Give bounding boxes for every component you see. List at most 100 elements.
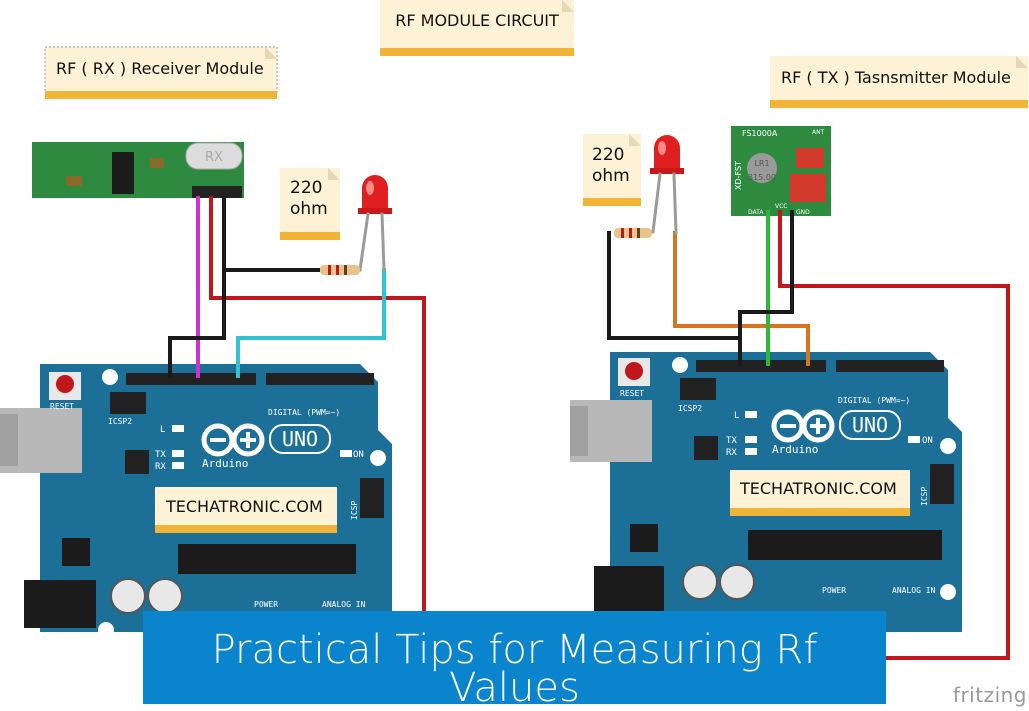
led-leg xyxy=(672,172,678,235)
icsp2-header xyxy=(680,378,716,400)
led-l-label: L xyxy=(734,411,739,421)
led-on-label: ON xyxy=(353,450,364,460)
resistor-band xyxy=(336,265,339,275)
note-strip xyxy=(583,198,641,206)
watermark-left: TECHATRONIC.COM xyxy=(165,497,323,516)
watermark-note-body xyxy=(155,487,337,527)
led-tx xyxy=(172,450,184,457)
resistor-band xyxy=(621,228,624,238)
digital-label: DIGITAL (PWM=~) xyxy=(268,408,340,417)
tx-freq-label: 315.00 xyxy=(748,173,776,182)
tx-pin-data: DATA xyxy=(748,209,764,216)
analog-in-label: ANALOG IN xyxy=(322,600,366,609)
mount-hole xyxy=(98,622,114,638)
arduino-right: RESET ICSP2 DIGITAL (PWM=~) L TX RX UNO … xyxy=(570,352,962,632)
tx-module-name: FS1000A xyxy=(742,129,778,138)
mount-hole xyxy=(940,438,956,454)
arduino-logo-plus-v xyxy=(816,418,820,434)
icsp-header xyxy=(930,464,954,504)
rx-resistor xyxy=(320,265,360,275)
icsp-label: ICSP xyxy=(920,487,929,506)
tx-pin-vcc: VCC xyxy=(775,203,787,210)
mount-hole xyxy=(672,357,688,373)
watermark-note-strip xyxy=(155,525,337,533)
usb-port-shade xyxy=(570,406,588,456)
digital-header-a xyxy=(126,373,256,385)
led-on xyxy=(340,450,352,457)
note-fold xyxy=(1016,56,1028,68)
tx-label-note: RF ( TX ) Tasnsmitter Module xyxy=(770,56,1028,108)
wire-red xyxy=(209,196,426,614)
note-fold xyxy=(562,0,574,12)
arduino-logo-minus xyxy=(780,424,796,428)
uno-badge xyxy=(269,424,331,454)
note-fold xyxy=(265,47,277,59)
rx-component xyxy=(66,176,82,186)
uno-badge xyxy=(839,410,901,440)
tx-led xyxy=(650,135,684,174)
reset-button xyxy=(56,375,74,393)
rx-resistor-note: 220 ohm xyxy=(280,168,340,240)
capacitor xyxy=(110,578,146,614)
mount-hole xyxy=(940,584,956,600)
rx-crystal xyxy=(185,142,243,170)
mount-hole xyxy=(102,369,118,385)
led-highlight xyxy=(658,141,666,155)
note-body xyxy=(770,56,1028,102)
led-tx-label: TX xyxy=(726,436,737,446)
led-rim xyxy=(358,208,392,214)
icsp2-header xyxy=(110,392,146,414)
capacitor xyxy=(682,564,718,600)
note-strip xyxy=(45,91,277,99)
arduino-logo-minus xyxy=(210,438,226,442)
regulator xyxy=(62,538,90,566)
led-tx-label: TX xyxy=(155,450,166,460)
note-strip xyxy=(280,232,340,240)
uno-text: UNO xyxy=(282,427,318,451)
led-on xyxy=(908,436,920,443)
rx-module: RX xyxy=(32,142,244,198)
resistor-band xyxy=(637,228,640,238)
power-label: POWER xyxy=(254,600,278,609)
resistor-body xyxy=(614,228,652,238)
reset-label: RESET xyxy=(620,389,644,398)
icsp2-label: ICSP2 xyxy=(678,404,702,413)
tx-resistor-unit: ohm xyxy=(592,166,630,186)
rx-header xyxy=(192,186,242,198)
diagram-title: RF MODULE CIRCUIT xyxy=(395,11,559,30)
tx-pin-gnd: GND xyxy=(796,209,810,216)
led-highlight xyxy=(366,181,374,195)
tx-resistor-note: 220 ohm xyxy=(583,134,641,206)
resistor-body xyxy=(320,265,360,275)
tx-ant-label: ANT xyxy=(812,129,825,136)
uno-text: UNO xyxy=(852,413,888,437)
power-jack xyxy=(594,566,664,612)
usb-port-shade xyxy=(0,414,18,466)
icsp2-label: ICSP2 xyxy=(108,417,132,426)
tx-resistor xyxy=(614,228,652,238)
arduino-left: RESET ICSP2 DIGITAL (PWM=~) L TX RX UNO … xyxy=(0,364,392,638)
power-label: POWER xyxy=(822,586,846,595)
note-body xyxy=(380,0,574,50)
capacitor xyxy=(719,564,755,600)
tx-resonator xyxy=(796,148,824,168)
rx-led xyxy=(358,175,392,214)
chip-small xyxy=(125,450,149,474)
wire-black xyxy=(607,231,742,366)
rx-resistor-unit: ohm xyxy=(290,199,328,219)
rx-resistor-value: 220 xyxy=(290,178,322,198)
arduino-brand: Arduino xyxy=(772,443,818,456)
tx-coil-label: LR1 xyxy=(754,159,769,168)
mount-hole xyxy=(370,450,386,466)
wire-red xyxy=(778,210,1010,660)
rx-module-label: RF ( RX ) Receiver Module xyxy=(56,59,264,78)
led-l-label: L xyxy=(160,425,165,435)
led-rx xyxy=(172,462,184,469)
led-l xyxy=(745,411,757,418)
digital-label: DIGITAL (PWM=~) xyxy=(838,396,910,405)
wires-left xyxy=(168,196,426,614)
led-rim xyxy=(650,168,684,174)
regulator xyxy=(630,524,658,552)
tx-module-label: RF ( TX ) Tasnsmitter Module xyxy=(781,68,1011,87)
